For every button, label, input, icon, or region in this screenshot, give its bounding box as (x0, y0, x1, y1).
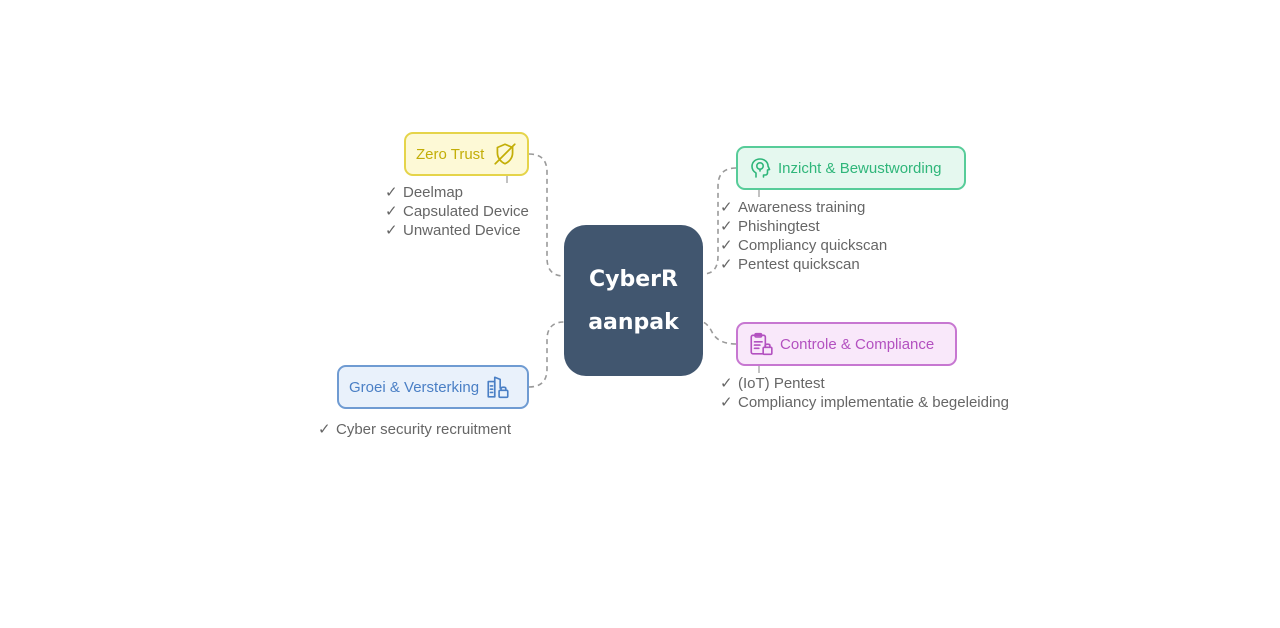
check-icon: ✓ (318, 421, 331, 438)
check-icon: ✓ (720, 375, 733, 392)
branch-groei-items: ✓Cyber security recruitment (318, 420, 511, 439)
building-lock-icon (487, 376, 509, 399)
branch-controle-items: ✓(IoT) Pentest ✓Compliancy implementatie… (720, 374, 1009, 412)
list-item: ✓Deelmap (385, 184, 464, 201)
list-item: ✓Compliancy implementatie & begeleiding (720, 394, 1009, 411)
check-icon: ✓ (385, 203, 398, 220)
branch-zero-trust-label: Zero Trust (416, 145, 485, 163)
list-item: ✓Awareness training (720, 199, 866, 216)
branch-controle-label: Controle & Compliance (780, 335, 935, 353)
connector-inzicht (702, 167, 737, 275)
check-icon: ✓ (720, 218, 733, 235)
list-item: ✓Pentest quickscan (720, 256, 860, 273)
central-topic-line1: CyberR (589, 266, 678, 292)
list-item: ✓Capsulated Device (385, 203, 529, 220)
clipboard-lock-icon (750, 332, 773, 356)
branch-zero-trust: Zero Trust (404, 132, 529, 176)
branch-inzicht: Inzicht & Bewustwording (736, 146, 966, 190)
connector-zero-trust (528, 153, 565, 277)
list-item: ✓Unwanted Device (385, 222, 521, 239)
list-item: ✓Compliancy quickscan (720, 237, 888, 254)
connector-controle (702, 321, 737, 345)
branch-zero-trust-items: ✓Deelmap ✓Capsulated Device ✓Unwanted De… (385, 183, 529, 240)
branch-groei: Groei & Versterking (337, 365, 529, 409)
connector-groei (528, 321, 565, 388)
central-topic: CyberR aanpak (564, 225, 703, 376)
list-item: ✓Cyber security recruitment (318, 421, 512, 438)
branch-inzicht-label: Inzicht & Bewustwording (778, 159, 942, 177)
branch-controle: Controle & Compliance (736, 322, 957, 366)
check-icon: ✓ (385, 222, 398, 239)
head-lightbulb-icon (751, 158, 771, 178)
list-item: ✓Phishingtest (720, 218, 820, 235)
central-topic-line2: aanpak (588, 309, 679, 335)
branch-inzicht-items: ✓Awareness training ✓Phishingtest ✓Compl… (720, 198, 887, 274)
check-icon: ✓ (720, 256, 733, 273)
list-item: ✓(IoT) Pentest (720, 375, 825, 392)
check-icon: ✓ (385, 184, 398, 201)
check-icon: ✓ (720, 237, 733, 254)
check-icon: ✓ (720, 199, 733, 216)
shield-off-icon (494, 143, 516, 165)
branch-groei-label: Groei & Versterking (349, 378, 480, 396)
check-icon: ✓ (720, 394, 733, 411)
